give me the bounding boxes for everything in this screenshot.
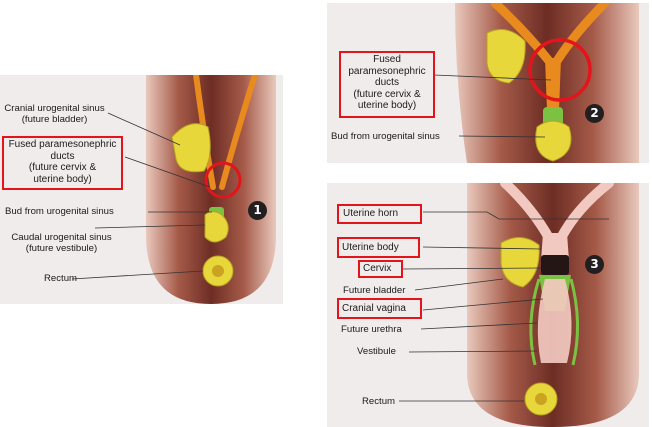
stage-2-illustration [433, 3, 639, 163]
uterine-horn-right [556, 183, 614, 243]
fused-duct [545, 58, 561, 111]
cervix-shape [541, 255, 569, 275]
label-rectum: Rectum [44, 273, 78, 284]
label-uterine-horn: Uterine horn [343, 208, 399, 219]
highlight-box-fused-ducts [2, 136, 123, 190]
highlight-box-uterine-body [337, 237, 420, 258]
label-future-bladder: Future bladder [343, 285, 406, 296]
panel-stage-3: Uterine horn Uterine body Cervix Future … [327, 183, 649, 427]
future-bladder [500, 237, 540, 288]
uterine-horn-left [500, 183, 554, 243]
panel-stage-1: Cranial urogenital sinus(future bladder)… [0, 75, 283, 304]
stage-1-illustration [71, 75, 276, 304]
label-bud-from-urogenital-sinus: Bud from urogenital sinus [5, 206, 114, 217]
caudal-urogenital-sinus [535, 120, 572, 162]
highlight-box-fused-ducts [339, 51, 435, 118]
duct-left-branch [490, 3, 554, 66]
label-uterine-body: Uterine body [342, 242, 399, 253]
label-future-urethra: Future urethra [341, 324, 402, 335]
step-badge-1: 1 [248, 201, 267, 220]
label-bud-from-urogenital-sinus: Bud from urogenital sinus [331, 131, 440, 142]
vestibule-tube [537, 279, 572, 363]
label-caudal-urogenital-sinus: Caudal urogenital sinus(future vestibule… [11, 232, 112, 254]
duct-right-branch [552, 3, 610, 66]
step-badge-2: 2 [585, 104, 604, 123]
highlight-box-uterine-horn [337, 204, 422, 224]
label-cranial-urogenital-sinus: Cranial urogenital sinus(future bladder) [4, 103, 105, 125]
label-vestibule: Vestibule [357, 346, 396, 357]
paramesonephric-duct-right [219, 75, 258, 190]
label-cervix: Cervix [363, 263, 392, 274]
step-badge-3: 3 [585, 255, 604, 274]
cranial-urogenital-sinus [486, 28, 526, 84]
highlight-circle [204, 161, 242, 199]
cranial-urogenital-sinus [171, 123, 211, 173]
highlight-box-cervix [358, 260, 403, 278]
caudal-urogenital-sinus [204, 211, 229, 243]
uterine-body [541, 233, 569, 261]
highlight-circle [528, 38, 592, 102]
label-rectum: Rectum [362, 396, 396, 407]
highlight-box-cranial-vagina [337, 298, 422, 319]
label-cranial-vagina: Cranial vagina [342, 303, 406, 314]
stage-3-illustration [399, 183, 639, 427]
